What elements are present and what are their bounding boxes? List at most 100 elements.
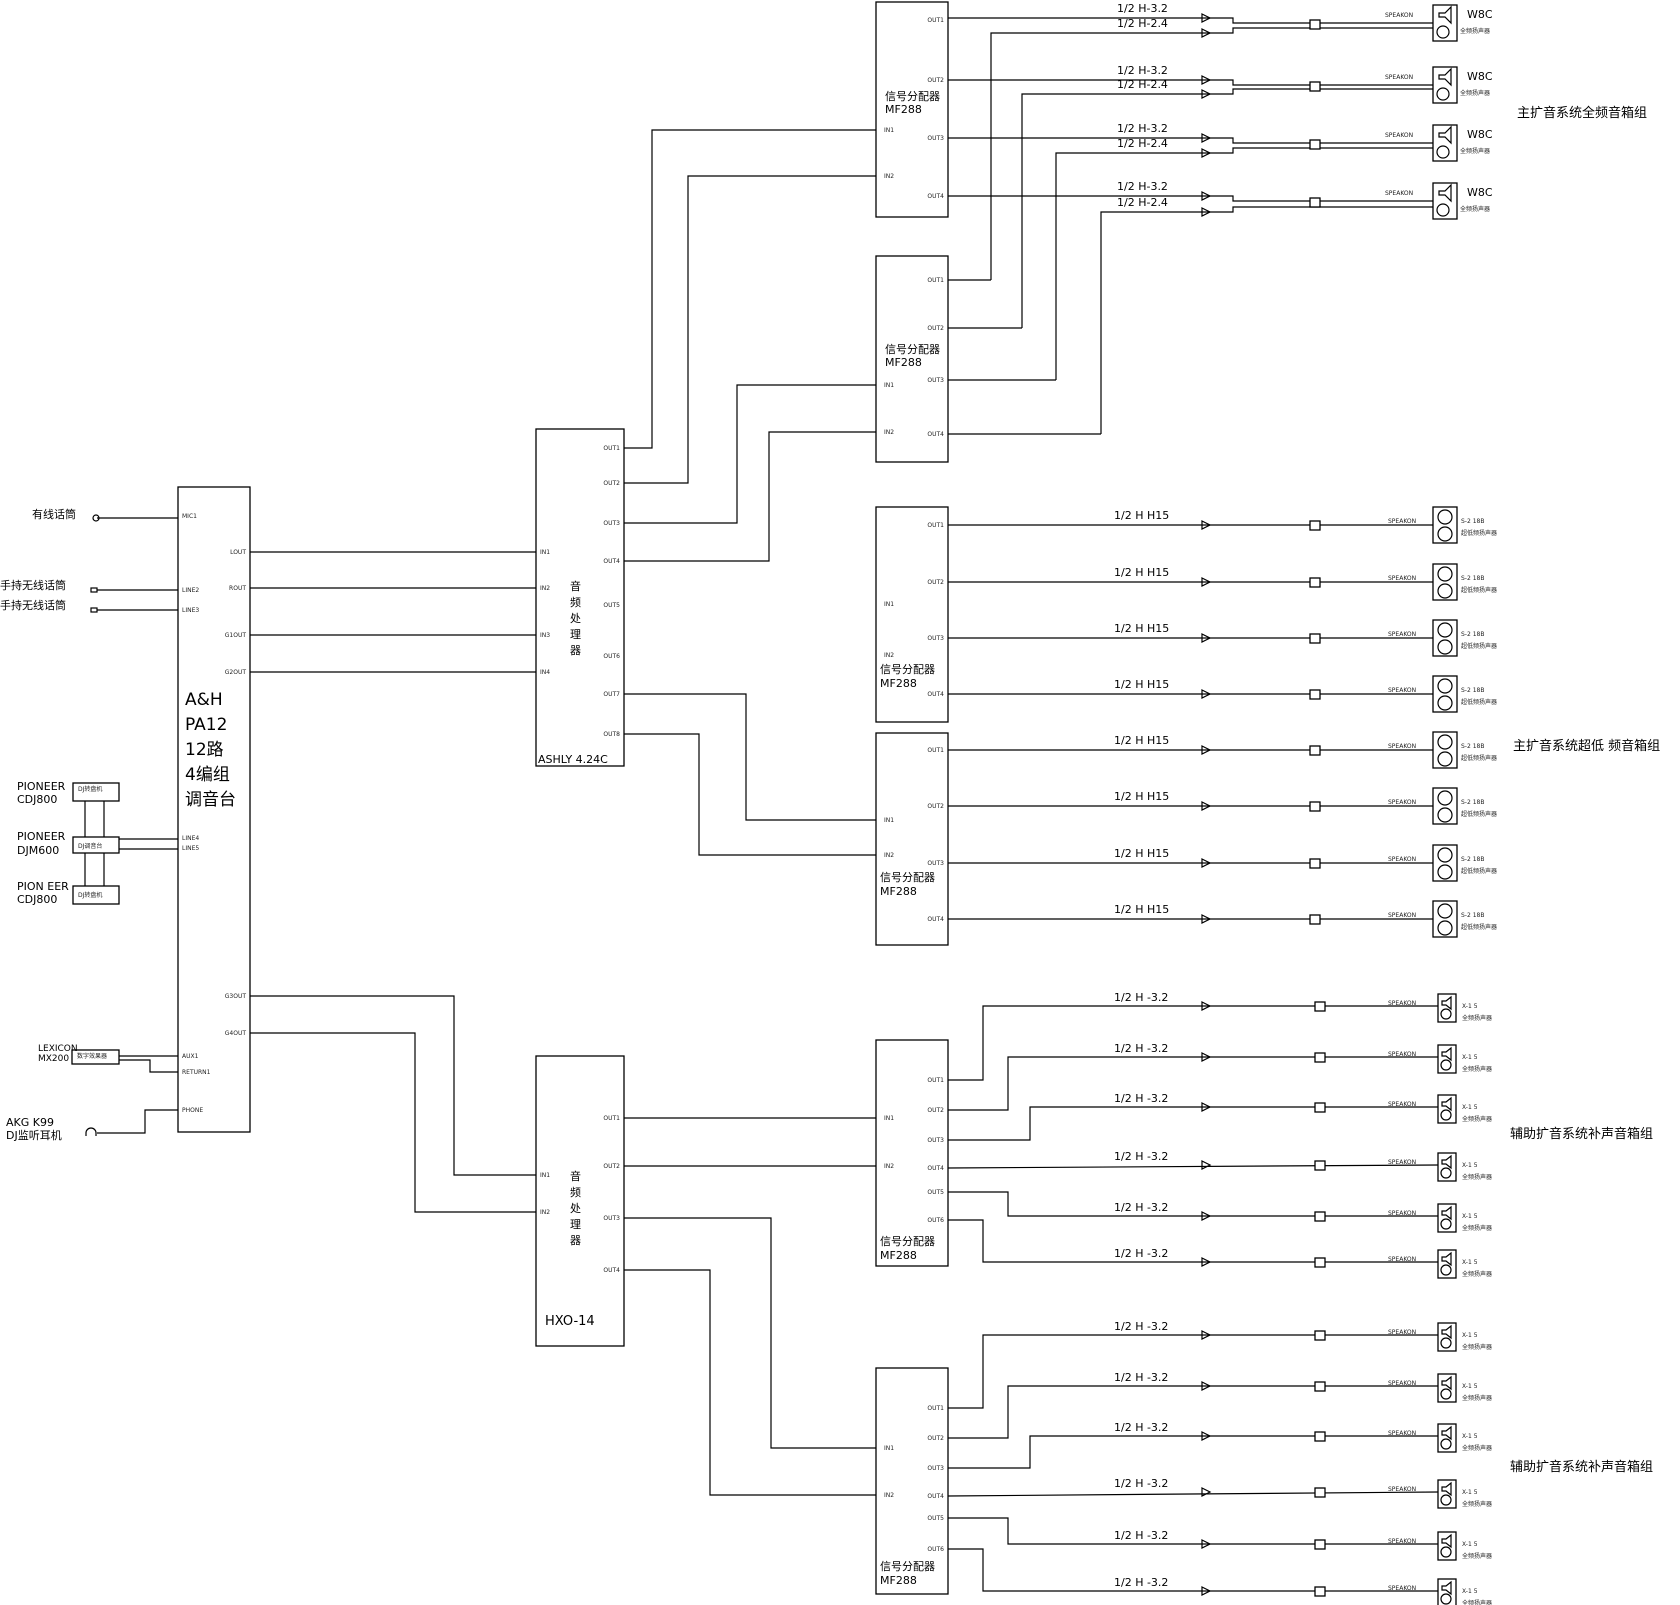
woofer-icon (1440, 1008, 1452, 1020)
cable-label-h32: 1/2 H -3.2 (1114, 1576, 1168, 1589)
distributor-2-box (875, 255, 949, 463)
terminal-label: SPEAKON (1388, 912, 1416, 919)
ashly-output-port: OUT5 (603, 602, 620, 609)
line-arrow (1201, 1431, 1212, 1441)
line-arrow (1201, 191, 1212, 201)
dist3-model: MF288 (880, 677, 917, 690)
lexicon-model: MX200 (38, 1054, 69, 1064)
mixer-input-port: LINE2 (182, 587, 199, 594)
driver-icon (1441, 1251, 1452, 1267)
driver-icon (1441, 1425, 1452, 1441)
mixer-output-port: G3OUT (225, 993, 247, 1000)
cable-label-hh15: 1/2 H H15 (1114, 847, 1169, 860)
driver-icon (1441, 1205, 1452, 1221)
terminal-label: SPEAKON (1388, 631, 1416, 638)
ashly-to-dist2-wire (624, 431, 876, 562)
speaker-model: S-2 18B (1461, 575, 1484, 582)
sub-speaker-icon (1432, 506, 1458, 544)
mixer-input-port: PHONE (182, 1107, 203, 1114)
ashly-processor-box (535, 428, 625, 767)
cable-label-h32: 1/2 H -3.2 (1114, 1529, 1168, 1542)
hxo-input-port: IN2 (540, 1209, 550, 1216)
terminal-label: SPEAKON (1388, 1585, 1416, 1592)
speaker-desc: 全频扬声器 (1460, 89, 1490, 97)
speaker-model: X-1 5 (1462, 1162, 1478, 1169)
mixer-input-port: LINE5 (182, 845, 199, 852)
ashly-model: ASHLY 4.24C (538, 753, 608, 766)
woofer-icon (1437, 903, 1453, 919)
aux-wire (948, 1056, 1438, 1111)
pioneer-cdj-a-model: CDJ800 (17, 793, 57, 806)
line-arrow (1201, 689, 1212, 699)
dist1-output-port: OUT1 (927, 17, 944, 24)
terminal-box (1314, 1431, 1326, 1442)
dist4-model: MF288 (880, 885, 917, 898)
woofer-icon (1436, 25, 1450, 39)
cable-label-h32: 1/2 H -3.2 (1114, 1042, 1168, 1055)
mixer-to-hxo-wire (250, 1032, 536, 1213)
group-aux-1: 辅助扩音系统补声音箱组 (1510, 1126, 1653, 1142)
x15-speaker-icon (1437, 1094, 1457, 1124)
driver-icon (1441, 1580, 1452, 1596)
generated-elements: 音频处理器音频处理器MIC1LINE2LINE3LINE4LINE5AUX1RE… (182, 2, 1497, 1605)
driver-icon (1441, 1533, 1452, 1549)
woofer-icon (1440, 1109, 1452, 1121)
woofer-icon (1440, 1264, 1452, 1276)
distributor-input-port: IN2 (884, 429, 894, 436)
woofer-icon (1436, 145, 1450, 159)
dist5-output-port: OUT5 (927, 1189, 944, 1196)
mixer-model: PA12 (185, 715, 227, 735)
x15-speaker-icon (1437, 1373, 1457, 1403)
mixer-box (177, 486, 251, 1133)
woofer-icon (1437, 678, 1453, 694)
mixer-input-port: AUX1 (182, 1053, 199, 1060)
group-main-full: 主扩音系统全频音箱组 (1517, 105, 1647, 121)
aux-wire (948, 1385, 1438, 1439)
cable-label-h32: 1/2 H -3.2 (1114, 1320, 1168, 1333)
ashly-input-port: IN1 (540, 549, 550, 556)
terminal-label: SPEAKON (1388, 1256, 1416, 1263)
aux-wire (948, 1334, 1438, 1409)
speaker-desc: 全频扬声器 (1462, 1444, 1492, 1452)
speaker-model: X-1 5 (1462, 1489, 1478, 1496)
sub-speaker-icon (1432, 900, 1458, 938)
dist6-output-port: OUT5 (927, 1515, 944, 1522)
dist6-output-port: OUT6 (927, 1546, 944, 1553)
speaker-model: X-1 5 (1462, 1213, 1478, 1220)
headphone-wire (97, 1109, 178, 1134)
terminal-box (1314, 1211, 1326, 1222)
speaker-desc: 全频扬声器 (1462, 1173, 1492, 1181)
aux-wire (947, 1164, 1439, 1169)
ashly-vertical-label: 音 (570, 579, 581, 593)
mic-icon (90, 587, 98, 593)
dist6-model: MF288 (880, 1574, 917, 1587)
hxo-vertical-label: 音 (570, 1169, 581, 1183)
hxo-to-dist6-wire (624, 1269, 876, 1496)
cable-label-hh15: 1/2 H H15 (1114, 509, 1169, 522)
line-arrow (1201, 1052, 1212, 1062)
woofer-icon (1437, 622, 1453, 638)
distributor-input-port: IN2 (884, 1492, 894, 1499)
speaker-desc: 全频扬声器 (1462, 1343, 1492, 1351)
ashly-to-dist4-wire (624, 693, 876, 821)
hxo-input-port: IN1 (540, 1172, 550, 1179)
sub-speaker-icon (1432, 787, 1458, 825)
terminal-box (1314, 1539, 1326, 1550)
line-arrow (1201, 745, 1212, 755)
speaker-desc: 超低频扬声器 (1461, 867, 1497, 875)
woofer-icon (1437, 566, 1453, 582)
woofer-icon (1440, 1546, 1452, 1558)
woofer-icon (1437, 639, 1453, 655)
sub-dist-output-port: OUT2 (927, 579, 944, 586)
line-arrow (1201, 1330, 1212, 1340)
mic-icon (92, 514, 100, 522)
mixer-input-port: LINE4 (182, 835, 199, 842)
mixer-input-port: RETURN1 (182, 1069, 211, 1076)
cd-box-label-b: DJ转盘机 (78, 891, 102, 899)
line-arrow (1201, 75, 1212, 85)
line-arrow (1201, 1539, 1212, 1549)
dist1-model: MF288 (885, 103, 922, 116)
w8c-speaker-icon (1432, 4, 1458, 42)
full-range-wire-b (1021, 88, 1433, 328)
woofer-icon (1437, 734, 1453, 750)
